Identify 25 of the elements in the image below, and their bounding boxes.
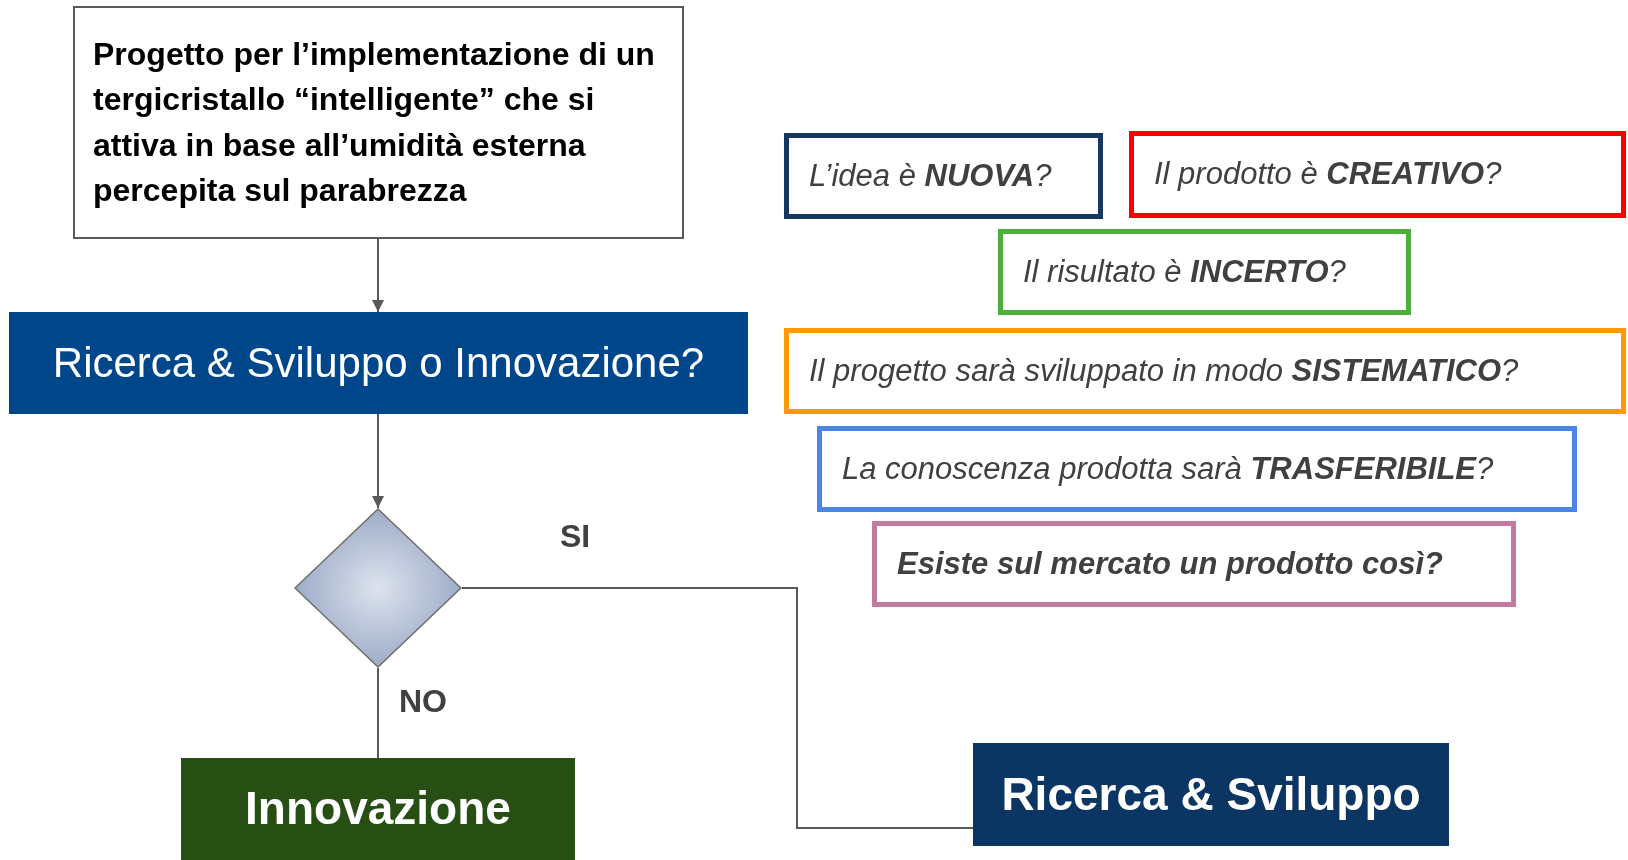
question-box xyxy=(784,133,1103,219)
arrow xyxy=(372,238,384,313)
question-text: Il prodotto è CREATIVO? xyxy=(1154,155,1502,194)
question-box xyxy=(1129,131,1626,218)
process-box xyxy=(9,312,748,414)
box-text: Ricerca & Sviluppo o Innovazione? xyxy=(52,338,705,389)
decision-diamond xyxy=(294,508,462,668)
question-box xyxy=(784,328,1626,414)
question-text: L’idea è NUOVA? xyxy=(809,157,1052,195)
question-box xyxy=(872,521,1516,607)
question-box xyxy=(998,229,1411,315)
box-text: Progetto per l’implementazione di un tergicristallo “intelligente” che si attiva in base all’umidità esterna percepita sul parabrezza xyxy=(93,34,656,210)
box-text: Innovazione xyxy=(245,781,511,837)
arrow xyxy=(372,413,384,509)
result-box xyxy=(181,758,575,860)
question-text: Il risultato è INCERTO? xyxy=(1023,253,1346,291)
process-box xyxy=(73,6,684,239)
question-text: La conoscenza prodotta sarà TRASFERIBILE? xyxy=(842,450,1494,488)
result-box xyxy=(973,743,1449,846)
box-text: Ricerca & Sviluppo xyxy=(1001,766,1421,822)
connector-line xyxy=(461,587,974,829)
question-text: Il progetto sarà sviluppato in modo SISTEMATICO? xyxy=(809,352,1519,390)
connector-line xyxy=(377,667,379,759)
question-box xyxy=(817,426,1577,512)
question-text: Esiste sul mercato un prodotto così? xyxy=(897,545,1444,583)
